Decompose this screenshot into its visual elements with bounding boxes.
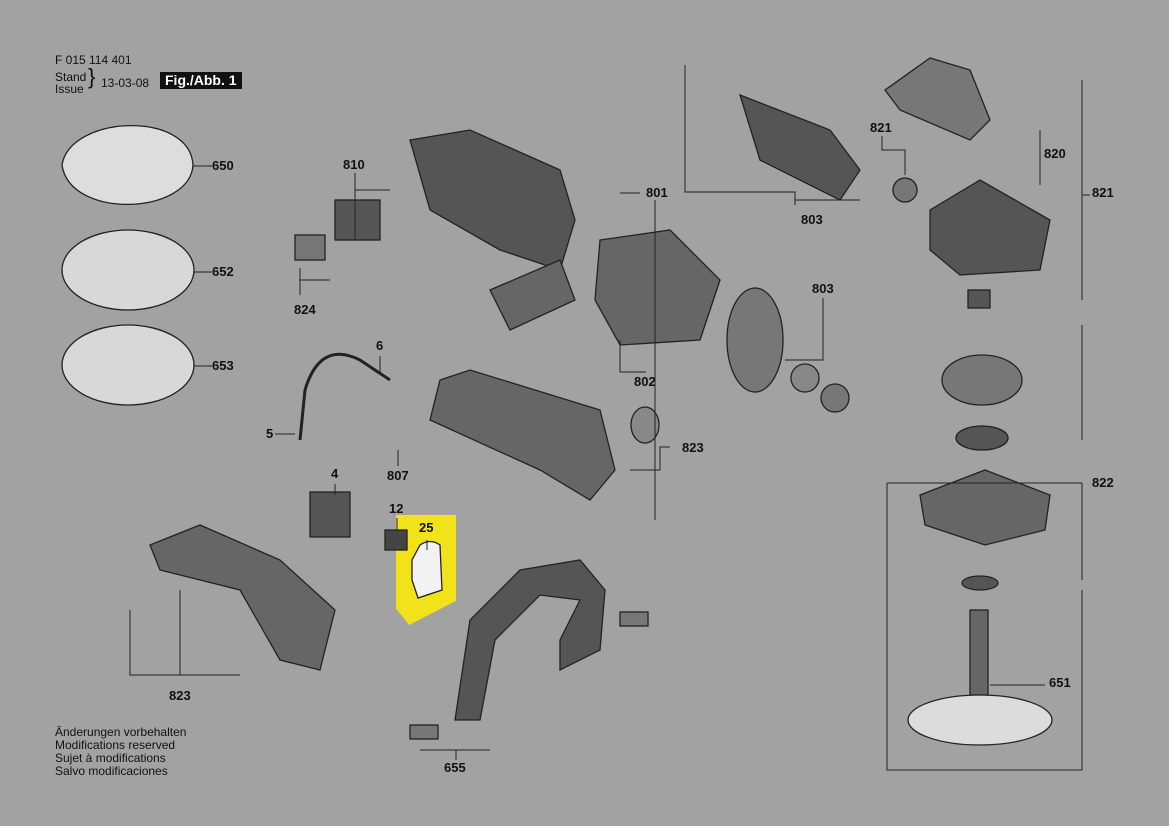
footer-es: Salvo modificaciones [55, 764, 168, 778]
footer-de: Änderungen vorbehalten [55, 725, 187, 739]
part-655-bow-handle [454, 559, 606, 721]
callout-5: 5 [266, 426, 274, 441]
callout-653: 653 [212, 358, 234, 373]
part-822-flange [919, 469, 1051, 546]
callout-4: 4 [331, 466, 339, 481]
part-823-side-handle [149, 524, 336, 671]
part-803-armature [738, 93, 861, 201]
callout-802: 802 [634, 374, 656, 389]
callout-821-right: 821 [1092, 185, 1114, 200]
part-810-electronics [334, 199, 381, 241]
issue-date: 13-03-08 [101, 76, 150, 90]
callout-803: 803 [801, 212, 823, 227]
part-652-pad [61, 229, 195, 311]
part-821-gear-head [929, 179, 1051, 276]
callout-6: 6 [376, 338, 384, 353]
callout-25: 25 [419, 520, 434, 535]
callout-651: 651 [1049, 675, 1071, 690]
callout-820: 820 [1044, 146, 1066, 161]
part-5-power-cord [298, 352, 391, 441]
part-4-switch [309, 491, 351, 538]
footer-en: Modifications reserved [55, 738, 176, 752]
callout-12: 12 [389, 501, 404, 516]
callout-823-side: 823 [169, 688, 191, 703]
footer-fr: Sujet à modifications [55, 751, 166, 765]
stand-label: Stand [55, 70, 87, 84]
part-25-brush-cap [411, 540, 443, 599]
part-801-housing [409, 129, 576, 271]
part-653-pad [61, 324, 195, 406]
part-650-polishing-bonnet [61, 124, 194, 206]
figure-badge: Fig./Abb. 1 [160, 72, 242, 89]
part-823-rear-handle [429, 369, 616, 501]
callout-821: 821 [870, 120, 892, 135]
callout-652: 652 [212, 264, 234, 279]
callout-807: 807 [387, 468, 409, 483]
issue-label: Issue [55, 82, 84, 96]
callout-801: 801 [646, 185, 668, 200]
part-802-stator [594, 229, 721, 346]
callout-803-lower: 803 [812, 281, 834, 296]
part-number: F 015 114 401 [55, 53, 132, 67]
callout-822: 822 [1092, 475, 1114, 490]
callout-810: 810 [343, 157, 365, 172]
callout-655: 655 [444, 760, 466, 775]
part-821-gear-cover [884, 57, 991, 141]
part-651-backing-plate [907, 694, 1053, 746]
callout-650: 650 [212, 158, 234, 173]
brace: } [88, 64, 96, 89]
leader-lines [129, 65, 1090, 771]
callout-824: 824 [294, 302, 316, 317]
callout-823: 823 [682, 440, 704, 455]
